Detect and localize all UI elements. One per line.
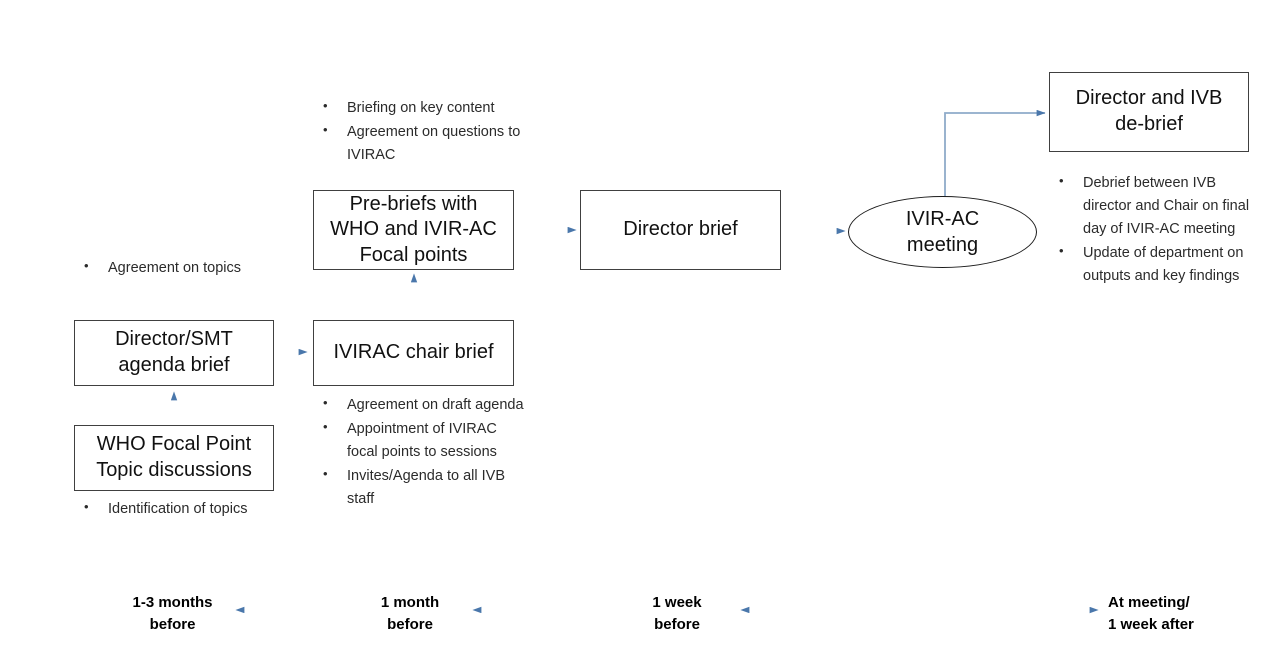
timeline-label-3: 1 week before — [652, 594, 702, 633]
node-who-focal-point[interactable]: WHO Focal Point Topic discussions — [74, 425, 274, 491]
timeline-label-1: 1-3 months before — [132, 594, 213, 633]
edge-ivirac-meeting-to-debrief — [944, 109, 1046, 200]
list-item: Agreement on topics — [78, 256, 278, 280]
node-pre-briefs[interactable]: Pre-briefs with WHO and IVIR-AC Focal po… — [313, 190, 514, 270]
list-item: Update of department on outputs and key … — [1053, 241, 1253, 288]
annotation-ivirac-chair: Agreement on draft agenda Appointment of… — [317, 393, 527, 512]
annotation-who-focal-point: Identification of topics — [78, 497, 293, 522]
node-director-ivb-debrief[interactable]: Director and IVB de-brief — [1049, 72, 1249, 152]
timeline-label-4: At meeting/ 1 week after — [1108, 594, 1194, 633]
list-item: Briefing on key content — [317, 96, 532, 120]
list-item: Identification of topics — [78, 497, 293, 521]
node-ivirac-chair-brief[interactable]: IVIRAC chair brief — [313, 320, 514, 386]
list-item: Agreement on questions to IVIRAC — [317, 120, 532, 167]
list-item: Agreement on draft agenda — [317, 393, 527, 417]
node-ivirac-meeting[interactable]: IVIR-AC meeting — [848, 196, 1037, 268]
list-item: Appointment of IVIRAC focal points to se… — [317, 417, 527, 464]
node-director-smt-agenda-brief[interactable]: Director/SMT agenda brief — [74, 320, 274, 386]
list-item: Invites/Agenda to all IVB staff — [317, 464, 527, 511]
annotation-debrief: Debrief between IVB director and Chair o… — [1053, 171, 1253, 289]
list-item: Debrief between IVB director and Chair o… — [1053, 171, 1253, 241]
node-director-brief[interactable]: Director brief — [580, 190, 781, 270]
annotation-pre-briefs: Briefing on key content Agreement on que… — [317, 96, 532, 168]
annotation-director-smt: Agreement on topics — [78, 256, 278, 281]
timeline-label-2: 1 month before — [380, 594, 440, 633]
